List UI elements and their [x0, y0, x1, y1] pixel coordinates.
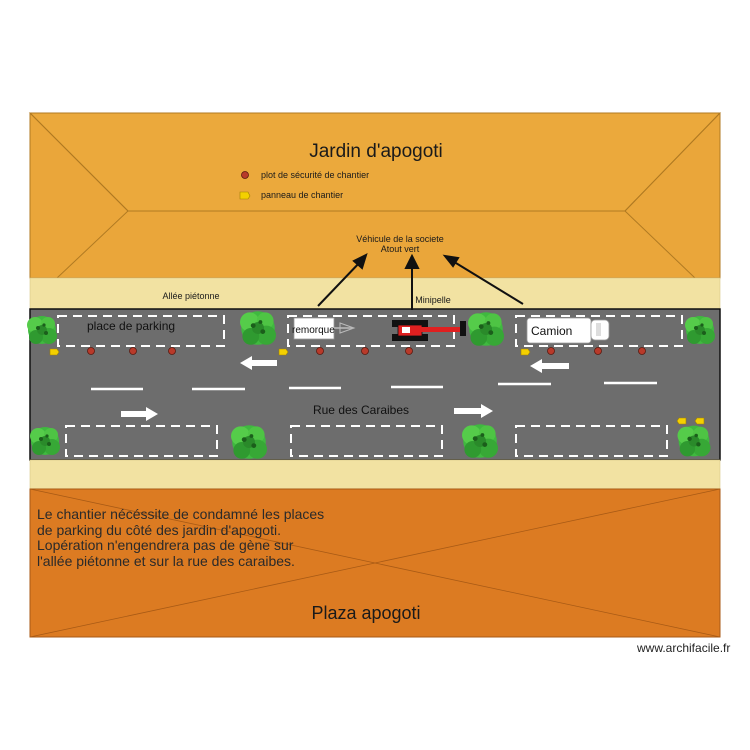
arrow-left-icon	[240, 356, 277, 370]
note-line: de parking du côté des jardin d'apogoti.	[37, 521, 281, 538]
arrow-right-icon	[454, 404, 493, 418]
tree-icon	[468, 312, 504, 346]
cone-icon	[405, 347, 413, 355]
cone-icon	[87, 347, 95, 355]
arrow-left-icon	[530, 359, 569, 373]
parking-space-top-1	[57, 315, 225, 347]
trailer-label: remorque	[292, 325, 335, 336]
cone-icon	[594, 347, 602, 355]
watermark[interactable]: www.archifacile.fr	[637, 641, 731, 655]
safety-cones	[87, 347, 646, 355]
cone-icon	[129, 347, 137, 355]
trailer	[293, 317, 356, 340]
plaza-title: Plaza apogoti	[311, 603, 420, 623]
legend-sign-label: panneau de chantier	[261, 190, 343, 200]
tree-icon	[231, 425, 267, 459]
parking-space-top-3	[515, 315, 683, 347]
vehicle-label-line1: Véhicule de la societe	[356, 234, 444, 244]
legend-cone-label: plot de sécurité de chantier	[261, 170, 369, 180]
plaza-area	[29, 488, 721, 638]
legend: plot de sécurité de chantier panneau de …	[239, 170, 369, 200]
tree-icon	[677, 425, 711, 457]
tree-icon	[685, 316, 715, 344]
sign-icon	[49, 348, 60, 356]
garden-area	[28, 112, 722, 279]
note-line: Le chantier nécéssite de condamné les pl…	[37, 506, 325, 522]
cone-icon	[638, 347, 646, 355]
parking-space-bottom-2	[290, 425, 443, 457]
tree-icon	[240, 311, 276, 345]
cone-icon	[361, 347, 369, 355]
sign-icon	[694, 417, 705, 425]
truck-icon	[526, 317, 610, 344]
bottom-sidewalk	[29, 459, 721, 490]
sign-icon	[676, 417, 687, 425]
minipelle-label: Minipelle	[415, 295, 451, 305]
truck-label: Camion	[531, 324, 572, 338]
sign-icon	[520, 348, 531, 356]
cone-icon	[547, 347, 555, 355]
sidewalk-label: Allée piétonne	[162, 291, 219, 301]
top-sidewalk	[29, 277, 721, 310]
note-line: l'allée piétonne et sur la rue des carai…	[37, 552, 295, 569]
arrow-right-icon	[121, 407, 158, 421]
legend-cone-icon	[241, 171, 249, 179]
parking-label: place de parking	[87, 319, 175, 333]
vehicle-arrows	[317, 253, 524, 310]
direction-arrows	[121, 356, 569, 421]
excavator-icon	[392, 320, 466, 341]
cone-icon	[316, 347, 324, 355]
parking-space-bottom-1	[65, 425, 218, 457]
site-note: Le chantier nécéssite de condamné les pl…	[37, 506, 397, 569]
tree-icon	[27, 316, 57, 344]
sign-icon	[278, 348, 289, 356]
cone-icon	[168, 347, 176, 355]
construction-signs	[49, 348, 705, 425]
tree-icon	[462, 424, 499, 458]
street-label: Rue des Caraibes	[313, 403, 409, 417]
legend-sign-icon	[239, 191, 251, 200]
bottom-parking-spaces	[65, 425, 668, 457]
note-line: Lopération n'engendrera pas de gène sur	[37, 537, 294, 553]
garden-title: Jardin d'apogoti	[309, 141, 443, 162]
parking-space-bottom-3	[515, 425, 668, 457]
lane-markings	[91, 381, 657, 391]
tree-icon	[30, 427, 60, 455]
vehicle-label-line2: Atout vert	[381, 244, 420, 254]
